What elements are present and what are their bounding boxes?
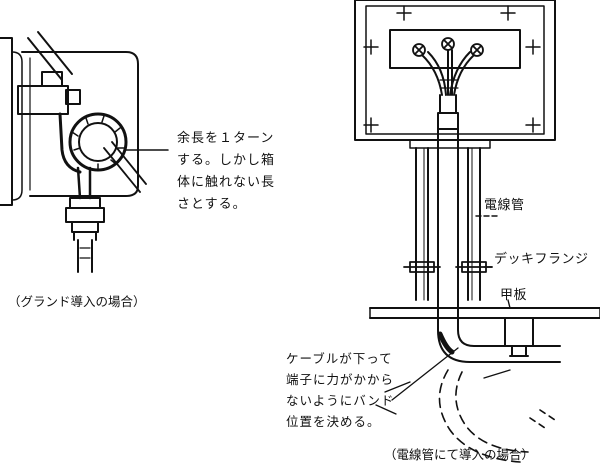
gland-entry-caption: （グランド導入の場合）: [8, 294, 146, 309]
enclosure-side-wall: [0, 37, 13, 206]
dashed-cable-path: [438, 369, 529, 463]
note-line: 位置を決める。: [286, 414, 381, 429]
cable-in-conduit: [437, 128, 561, 363]
enclosure-outline: [21, 51, 139, 197]
conduit-pipe: [415, 147, 481, 301]
enclosure-box: [354, 0, 556, 141]
cable-coil: [68, 112, 128, 172]
lower-fitting: [504, 317, 534, 357]
cable-gland: [65, 197, 105, 241]
deck-label: 甲板: [500, 288, 528, 303]
cable-down: [77, 239, 93, 273]
cross-marks: [363, 5, 541, 133]
terminals: [412, 37, 484, 57]
note-line: する。しかし箱: [177, 153, 276, 168]
note-line: ケーブルが下って: [286, 351, 393, 366]
note-line: 余長を１ターン: [177, 131, 275, 146]
band-position-note: ケーブルが下って 端子に力がかから ないようにバンド 位置を決める。: [286, 348, 394, 432]
terminal-panel: [389, 29, 521, 69]
conduit-label: 電線管: [484, 198, 525, 213]
cable-from-terminal: [58, 112, 82, 174]
note-line: ないようにバンド: [286, 393, 395, 408]
gland-entry-figure: [0, 31, 169, 273]
leader-band: [391, 347, 459, 401]
deck-flange-label: デッキフランジ: [494, 252, 589, 267]
note-line: 端子に力がかから: [286, 372, 395, 387]
deck-flange: [403, 261, 493, 273]
coil-length-note: 余長を１ターン する。しかし箱 体に触れない長 さとする。: [177, 128, 275, 216]
cable-clamp: [437, 112, 459, 130]
leader-deck: [507, 299, 511, 309]
terminal-block: [17, 85, 69, 115]
cable-wires: [421, 49, 475, 96]
note-line: さとする。: [177, 197, 247, 212]
note-line: 体に触れない長: [177, 175, 276, 190]
conduit-entry-caption: （電線管にて導入の場合）: [384, 447, 535, 462]
deck-plate: [369, 307, 600, 319]
conduit-entry-figure: [354, 0, 600, 463]
